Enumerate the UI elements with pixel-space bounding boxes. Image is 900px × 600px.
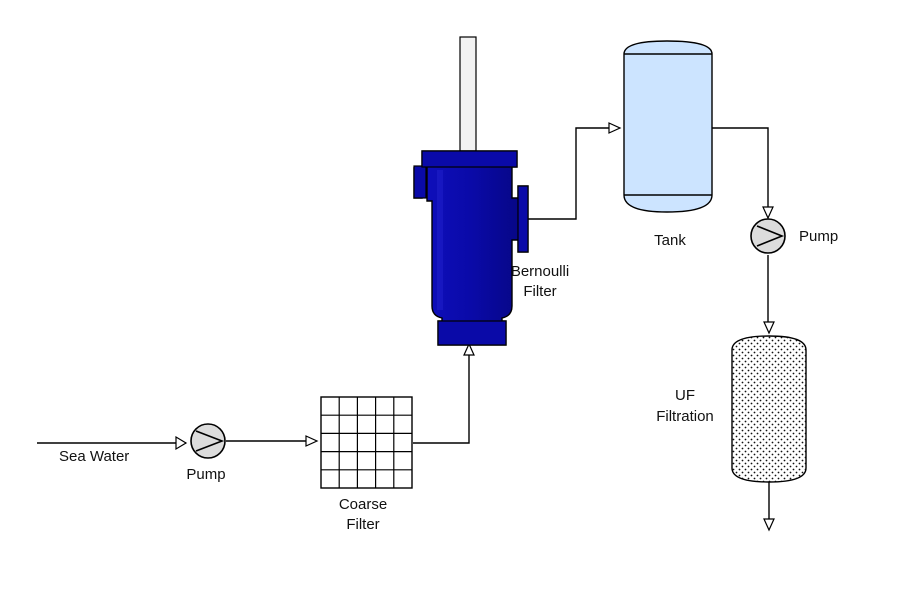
bernoulli-filter-icon: [413, 36, 529, 346]
label-tank: Tank: [654, 232, 686, 249]
pipes: [37, 127, 770, 520]
label-uf-1: UF: [675, 387, 695, 404]
label-bernoulli-2: Filter: [523, 283, 556, 300]
label-uf-2: Filtration: [656, 408, 714, 425]
tank-icon: [623, 40, 713, 213]
arrow-into-coarse: [305, 435, 319, 447]
arrow-into-tank: [608, 122, 622, 134]
label-sea-water: Sea Water: [59, 448, 129, 465]
uf-vessel-icon: [731, 335, 807, 483]
arrowheads: [175, 122, 775, 532]
grid-filter-icon: [320, 396, 413, 489]
pipe-coarse-to-bernoulli: [413, 352, 470, 444]
arrow-into-pump1: [175, 435, 188, 451]
label-pump-1: Pump: [186, 466, 225, 483]
label-coarse-filter-1: Coarse: [339, 496, 387, 513]
pipe-bernoulli-to-tank: [528, 127, 614, 220]
pump-icon: [190, 423, 226, 459]
pump-icon: [750, 218, 786, 254]
labels: Sea Water Pump Coarse Filter Bernoulli F…: [59, 228, 838, 533]
arrow-uf-outlet: [763, 518, 775, 532]
arrow-into-uf: [763, 321, 775, 335]
label-coarse-filter-2: Filter: [346, 516, 379, 533]
arrow-into-bernoulli: [463, 342, 475, 356]
label-bernoulli-1: Bernoulli: [511, 263, 569, 280]
pipe-tank-to-pump: [712, 127, 769, 211]
label-pump-2: Pump: [799, 228, 838, 245]
arrow-into-pump2: [762, 206, 774, 220]
